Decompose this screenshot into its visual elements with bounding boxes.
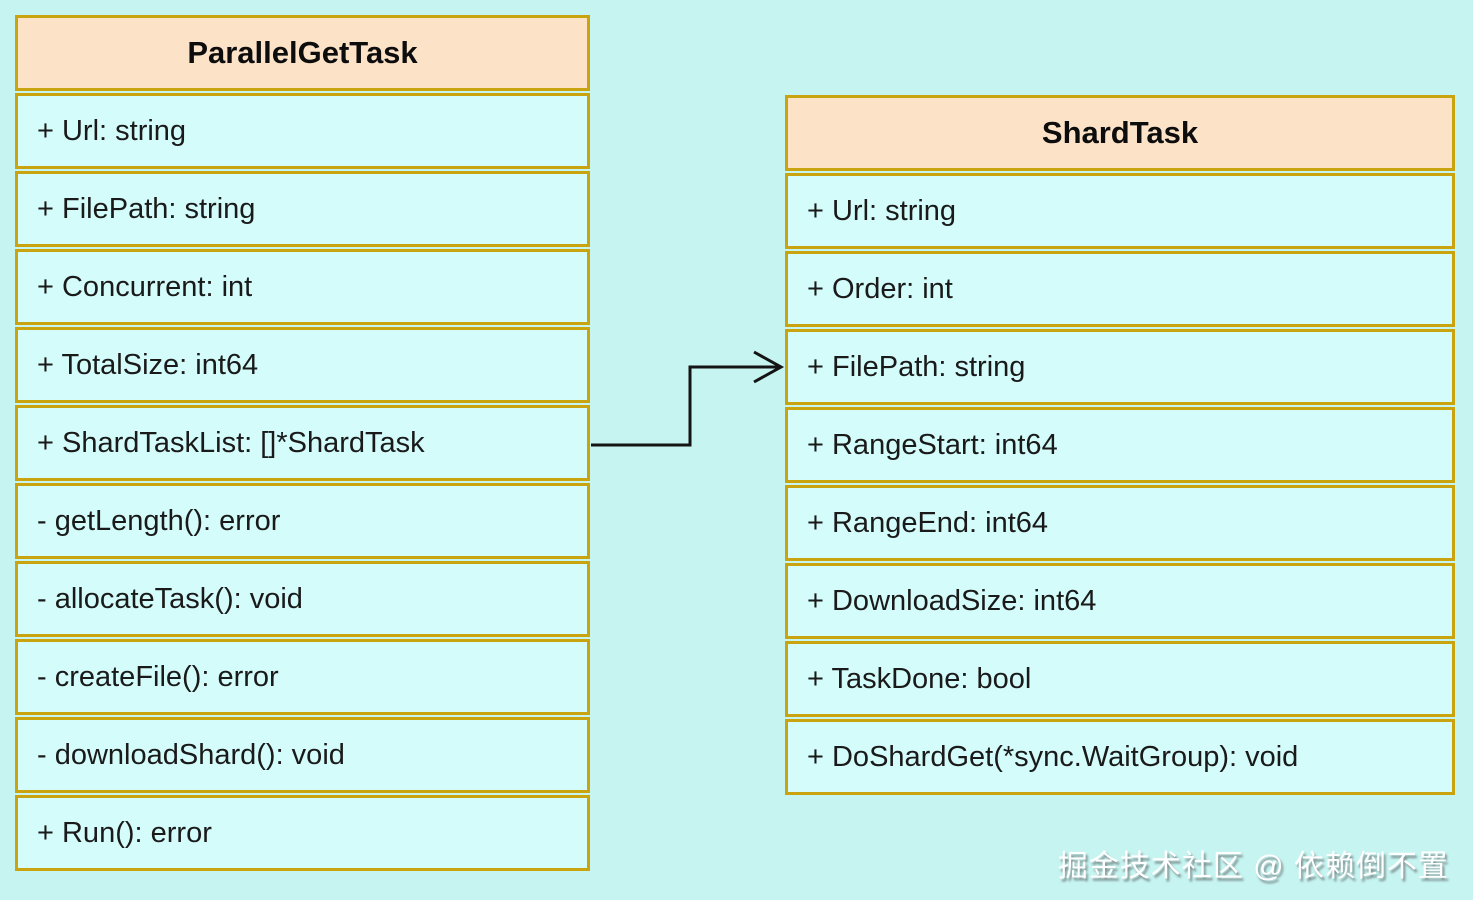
class-member-row: + TotalSize: int64 xyxy=(15,327,590,403)
class-member-row: + DoShardGet(*sync.WaitGroup): void xyxy=(785,719,1455,795)
class-member-row: - downloadShard(): void xyxy=(15,717,590,793)
class-member-row: + Order: int xyxy=(785,251,1455,327)
class-member-row: + RangeEnd: int64 xyxy=(785,485,1455,561)
class-box-parallelgettask: ParallelGetTask + Url: string+ FilePath:… xyxy=(15,15,590,871)
class-member-row: + Url: string xyxy=(15,93,590,169)
class-box-shardtask: ShardTask + Url: string+ Order: int+ Fil… xyxy=(785,95,1455,795)
class-member-row: + Concurrent: int xyxy=(15,249,590,325)
class-member-row: - getLength(): error xyxy=(15,483,590,559)
class-member-row: + TaskDone: bool xyxy=(785,641,1455,717)
class-member-row: + FilePath: string xyxy=(15,171,590,247)
class-members-shardtask: + Url: string+ Order: int+ FilePath: str… xyxy=(785,173,1455,795)
class-title-shardtask: ShardTask xyxy=(785,95,1455,171)
class-member-row: + DownloadSize: int64 xyxy=(785,563,1455,639)
class-title-parallelgettask: ParallelGetTask xyxy=(15,15,590,91)
class-member-row: + FilePath: string xyxy=(785,329,1455,405)
class-member-row: + ShardTaskList: []*ShardTask xyxy=(15,405,590,481)
class-member-row: - createFile(): error xyxy=(15,639,590,715)
class-member-row: + Url: string xyxy=(785,173,1455,249)
watermark-text: 掘金技术社区 @ 依赖倒不置 xyxy=(1057,850,1449,883)
class-member-row: + RangeStart: int64 xyxy=(785,407,1455,483)
class-member-row: + Run(): error xyxy=(15,795,590,871)
class-member-row: - allocateTask(): void xyxy=(15,561,590,637)
class-members-parallelgettask: + Url: string+ FilePath: string+ Concurr… xyxy=(15,93,590,871)
